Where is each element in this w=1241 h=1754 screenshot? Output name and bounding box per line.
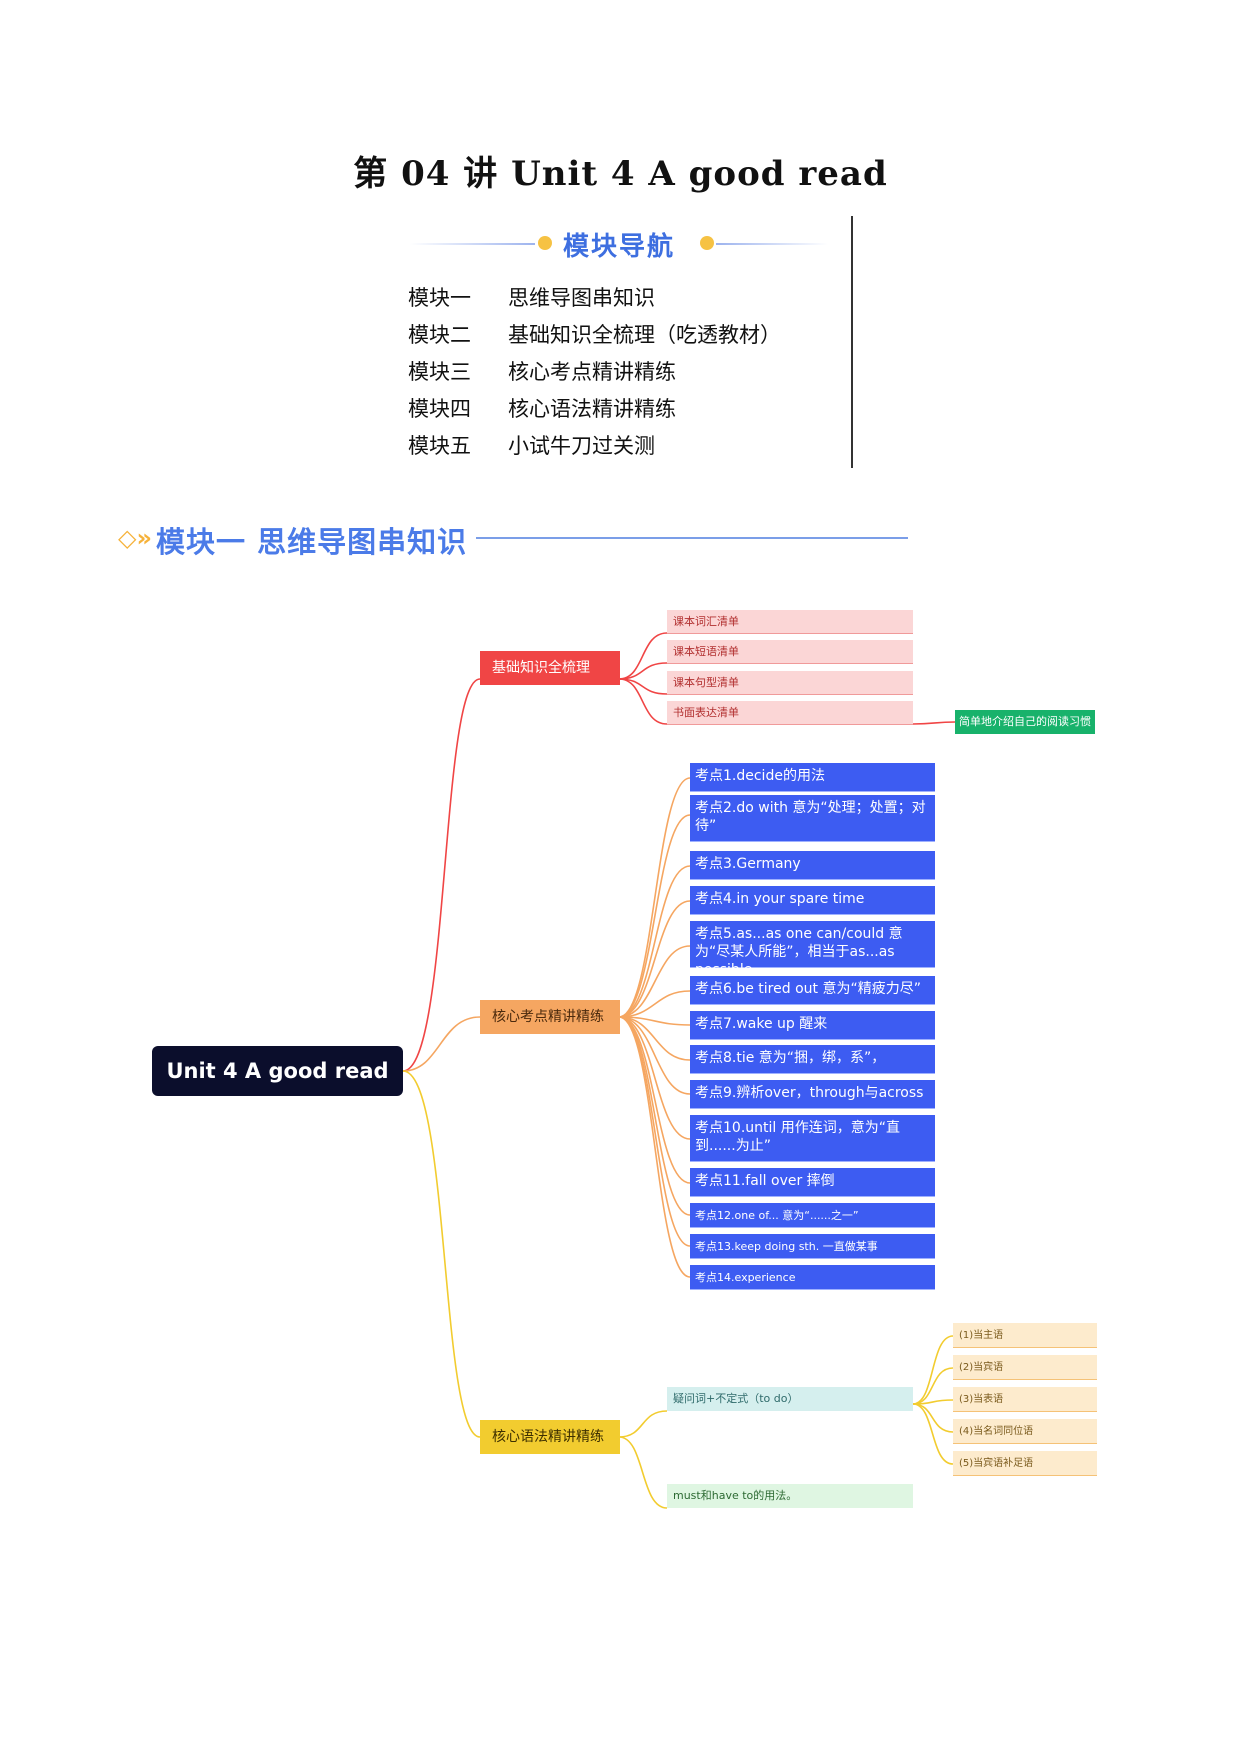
point-item: 考点10.until 用作连词，意为“直到......为止” [690,1115,935,1162]
point-item: 考点12.one of... 意为“......之一” [690,1203,935,1228]
nav-item[interactable]: 模块三核心考点精讲精练 [408,360,676,384]
nav-dot-right [700,236,714,250]
double-arrow-icon: ◇» [118,524,152,552]
nav-item[interactable]: 模块四核心语法精讲精练 [408,397,676,421]
section-heading: ◇» 模块一 思维导图串知识 [118,515,918,559]
point-item: 考点2.do with 意为“处理；处置；对待” [690,795,935,842]
grammar-sub-item: (5)当宾语补足语 [953,1451,1097,1476]
branch-points: 核心考点精讲精练 [480,1000,620,1034]
point-item: 考点5.as...as one can/could 意为“尽某人所能”，相当于a… [690,921,935,978]
nav-header: 模块导航 [410,224,830,264]
nav-item[interactable]: 模块二基础知识全梳理（吃透教材） [408,323,781,347]
grammar-sub-item: (1)当主语 [953,1323,1097,1348]
point-item: 考点8.tie 意为“捆，绑，系”， [690,1045,935,1074]
point-item: 考点4.in your spare time [690,886,935,915]
point-item: 考点7.wake up 醒来 [690,1011,935,1040]
mindmap-root: Unit 4 A good read [152,1046,403,1096]
nav-line-left [410,243,535,245]
point-item: 考点11.fall over 摔倒 [690,1168,935,1197]
nav-divider [851,216,853,468]
grammar-item: 疑问词+不定式（to do） [667,1387,913,1411]
basics-item: 课本句型清单 [667,671,913,695]
nav-line-right [716,243,828,245]
grammar-item: must和have to的用法。 [667,1484,913,1508]
branch-basics: 基础知识全梳理 [480,651,620,685]
nav-item[interactable]: 模块五小试牛刀过关测 [408,434,655,458]
edge-root-basics [402,678,481,1072]
edge-root-grammar [402,1070,481,1438]
writing-child-node: 简单地介绍自己的阅读习惯 [955,710,1095,734]
point-item: 考点1.decide的用法 [690,763,935,792]
point-item: 考点14.experience [690,1265,935,1290]
nav-item[interactable]: 模块一思维导图串知识 [408,286,655,310]
basics-item: 书面表达清单 [667,701,913,725]
grammar-sub-item: (4)当名词同位语 [953,1419,1097,1444]
page-title: 第 04 讲 Unit 4 A good read [353,154,888,194]
point-item: 考点13.keep doing sth. 一直做某事 [690,1234,935,1259]
branch-grammar: 核心语法精讲精练 [480,1420,620,1454]
nav-heading: 模块导航 [563,232,676,262]
nav-dot-left [538,236,552,250]
edge-root-points [402,1016,481,1072]
basics-item: 课本短语清单 [667,640,913,664]
grammar-sub-item: (3)当表语 [953,1387,1097,1412]
point-item: 考点3.Germany [690,851,935,880]
point-item: 考点9.辨析over，through与across [690,1080,935,1109]
point-item: 考点6.be tired out 意为“精疲力尽” [690,976,935,1005]
section-rule [476,537,908,539]
basics-item: 课本词汇清单 [667,610,913,634]
grammar-sub-item: (2)当宾语 [953,1355,1097,1380]
section-title: 模块一 思维导图串知识 [156,525,468,559]
